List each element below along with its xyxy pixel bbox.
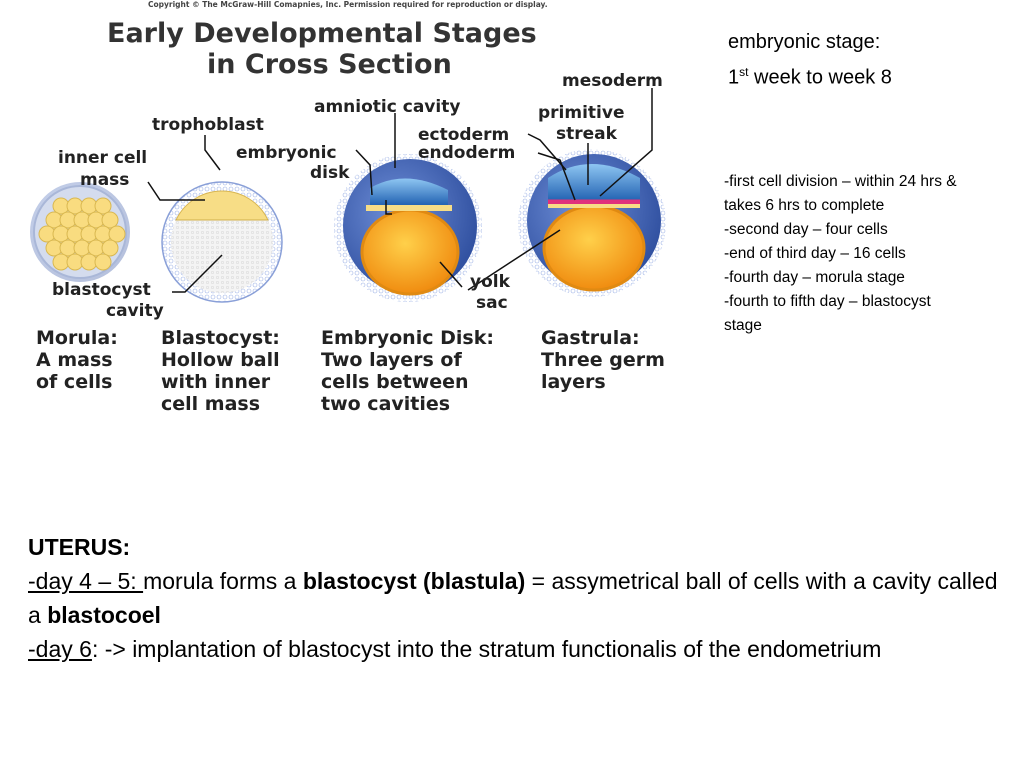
svg-text:Two layers of: Two layers of bbox=[321, 349, 462, 371]
caption-morula: Morula: A mass of cells bbox=[36, 327, 118, 393]
blastocyst-illustration bbox=[161, 181, 283, 303]
label-inner-cell-mass-1: inner cell bbox=[58, 148, 147, 168]
label-ectoderm: ectoderm bbox=[418, 125, 509, 145]
label-primitive-streak-2: streak bbox=[556, 124, 618, 144]
embryonic-stage-line2: 1st week to week 8 bbox=[728, 65, 892, 89]
figure-title-line1: Early Developmental Stages bbox=[107, 18, 537, 49]
morula-cell bbox=[101, 211, 119, 229]
cell-division-notes: -first cell division – within 24 hrs & t… bbox=[724, 170, 1019, 338]
label-mesoderm: mesoderm bbox=[562, 71, 663, 91]
svg-text:Gastrula:: Gastrula: bbox=[541, 327, 640, 349]
morula-cell bbox=[101, 239, 119, 257]
label-blastocyst-cavity-1: blastocyst bbox=[52, 280, 151, 300]
caption-blastocyst: Blastocyst: Hollow ball with inner cell … bbox=[161, 327, 280, 415]
svg-text:two cavities: two cavities bbox=[321, 393, 450, 415]
label-yolk-sac-1: yolk bbox=[470, 272, 511, 292]
uterus-paragraph-2: -day 6: -> implantation of blastocyst in… bbox=[28, 636, 882, 662]
embryonic-stage-line1: embryonic stage: bbox=[728, 31, 881, 53]
label-embryonic-disk-1: embryonic bbox=[236, 143, 337, 163]
embryonic-disk-illustration bbox=[334, 154, 482, 302]
note-line: -fourth day – morula stage bbox=[724, 269, 905, 286]
svg-text:Blastocyst:: Blastocyst: bbox=[161, 327, 280, 349]
morula-cell bbox=[94, 253, 112, 271]
svg-text:layers: layers bbox=[541, 371, 606, 393]
note-line: stage bbox=[724, 317, 762, 334]
svg-text:with inner: with inner bbox=[161, 371, 271, 393]
morula-cell bbox=[108, 225, 126, 243]
svg-text:Hollow ball: Hollow ball bbox=[161, 349, 280, 371]
caption-gastrula: Gastrula: Three germ layers bbox=[541, 327, 665, 393]
svg-text:Three germ: Three germ bbox=[541, 349, 665, 371]
caption-embryonic-disk: Embryonic Disk: Two layers of cells betw… bbox=[321, 327, 494, 415]
morula-illustration bbox=[30, 182, 130, 282]
svg-text:cells between: cells between bbox=[321, 371, 469, 393]
embryonic-stage-heading: embryonic stage: 1st week to week 8 bbox=[728, 27, 1018, 93]
label-primitive-streak-1: primitive bbox=[538, 103, 625, 123]
svg-text:of cells: of cells bbox=[36, 371, 112, 393]
note-line: -end of third day – 16 cells bbox=[724, 245, 906, 262]
uterus-section: UTERUS: -day 4 – 5: morula forms a blast… bbox=[28, 530, 1008, 666]
label-yolk-sac-2: sac bbox=[476, 293, 508, 313]
copyright-notice: Copyright © The McGraw-Hill Comapnies, I… bbox=[148, 0, 548, 9]
svg-text:Morula:: Morula: bbox=[36, 327, 118, 349]
svg-text:A mass: A mass bbox=[36, 349, 113, 371]
label-inner-cell-mass-2: mass bbox=[80, 170, 129, 190]
label-embryonic-disk-2: disk bbox=[310, 163, 350, 183]
note-line: takes 6 hrs to complete bbox=[724, 197, 885, 214]
note-line: -second day – four cells bbox=[724, 221, 888, 238]
figure-title-line2: in Cross Section bbox=[207, 49, 452, 80]
uterus-paragraph-1: -day 4 – 5: morula forms a blastocyst (b… bbox=[28, 568, 998, 628]
label-trophoblast: trophoblast bbox=[152, 115, 264, 135]
svg-text:cell mass: cell mass bbox=[161, 393, 260, 415]
morula-cell bbox=[94, 197, 112, 215]
label-amniotic-cavity: amniotic cavity bbox=[314, 97, 460, 117]
svg-text:Embryonic Disk:: Embryonic Disk: bbox=[321, 327, 494, 349]
note-line: -first cell division – within 24 hrs & bbox=[724, 173, 957, 190]
uterus-heading: UTERUS: bbox=[28, 534, 131, 560]
note-line: -fourth to fifth day – blastocyst bbox=[724, 293, 931, 310]
label-blastocyst-cavity-2: cavity bbox=[106, 301, 164, 321]
developmental-stages-figure: Copyright © The McGraw-Hill Comapnies, I… bbox=[30, 0, 666, 415]
label-endoderm: endoderm bbox=[418, 143, 515, 163]
gastrula-illustration bbox=[518, 149, 666, 297]
label-leader-lines bbox=[147, 88, 653, 293]
